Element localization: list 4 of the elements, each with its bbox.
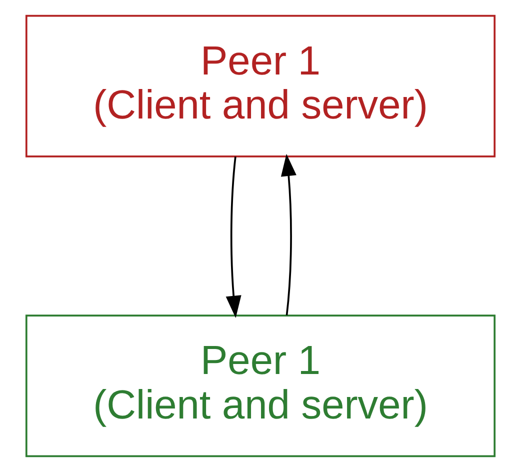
node-box: Peer 1 (Client and server) <box>24 314 496 458</box>
arrow <box>280 154 296 316</box>
arrow <box>225 156 241 318</box>
node-box: Peer 1 (Client and server) <box>24 14 496 158</box>
